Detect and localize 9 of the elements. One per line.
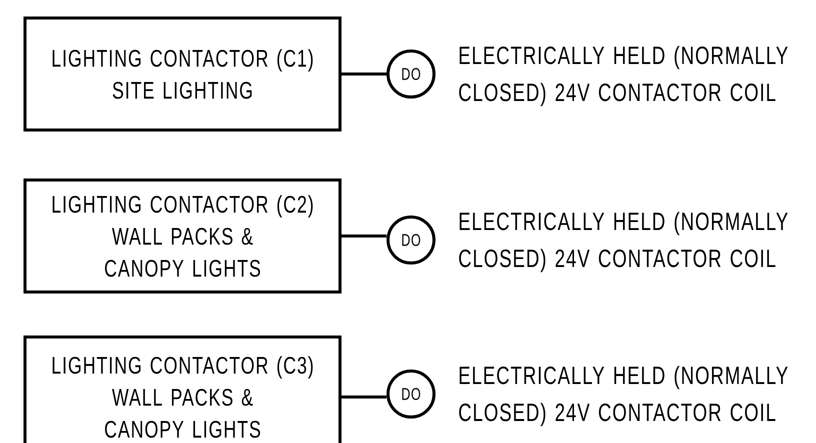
coil-description: ELECTRICALLY HELD (NORMALLY CLOSED) 24V CONTACTOR COIL xyxy=(459,366,788,426)
connector-line xyxy=(342,234,386,238)
connector-line xyxy=(342,72,386,76)
connector-line xyxy=(342,396,386,398)
contactor-box: LIGHTING CONTACTOR (C3) WALL PACKS & CANOPY LIGHTS xyxy=(24,336,342,443)
contactor-box: LIGHTING CONTACTOR (C2) WALL PACKS & CANOPY LIGHTS xyxy=(24,178,342,294)
coil-description: ELECTRICALLY HELD (NORMALLY CLOSED) 24V CONTACTOR COIL xyxy=(459,46,788,106)
contactor-box: LIGHTING CONTACTOR (C1) SITE LIGHTING xyxy=(24,16,342,132)
coil-description: ELECTRICALLY HELD (NORMALLY CLOSED) 24V CONTACTOR COIL xyxy=(459,212,788,272)
